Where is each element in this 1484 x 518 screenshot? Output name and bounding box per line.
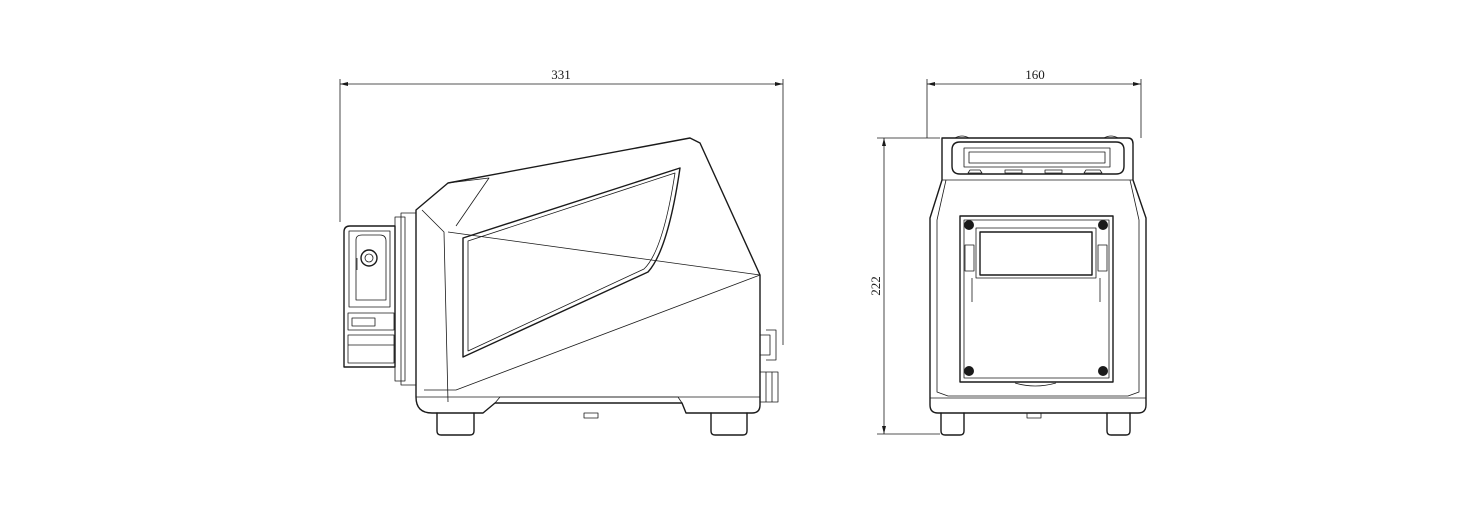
dimension-label-front-width: 160 xyxy=(1025,67,1045,82)
dimension-label-height: 222 xyxy=(868,276,883,296)
front-view: 160 222 xyxy=(868,67,1147,436)
dimension-width-side: 331 xyxy=(339,67,784,345)
dimension-label-side-width: 331 xyxy=(551,67,571,82)
side-view: 331 xyxy=(339,67,784,436)
dimension-height: 222 xyxy=(868,137,940,435)
side-body xyxy=(415,137,779,436)
pump-head xyxy=(343,212,417,386)
front-body xyxy=(929,135,1147,436)
dimension-width-front: 160 xyxy=(926,67,1142,138)
